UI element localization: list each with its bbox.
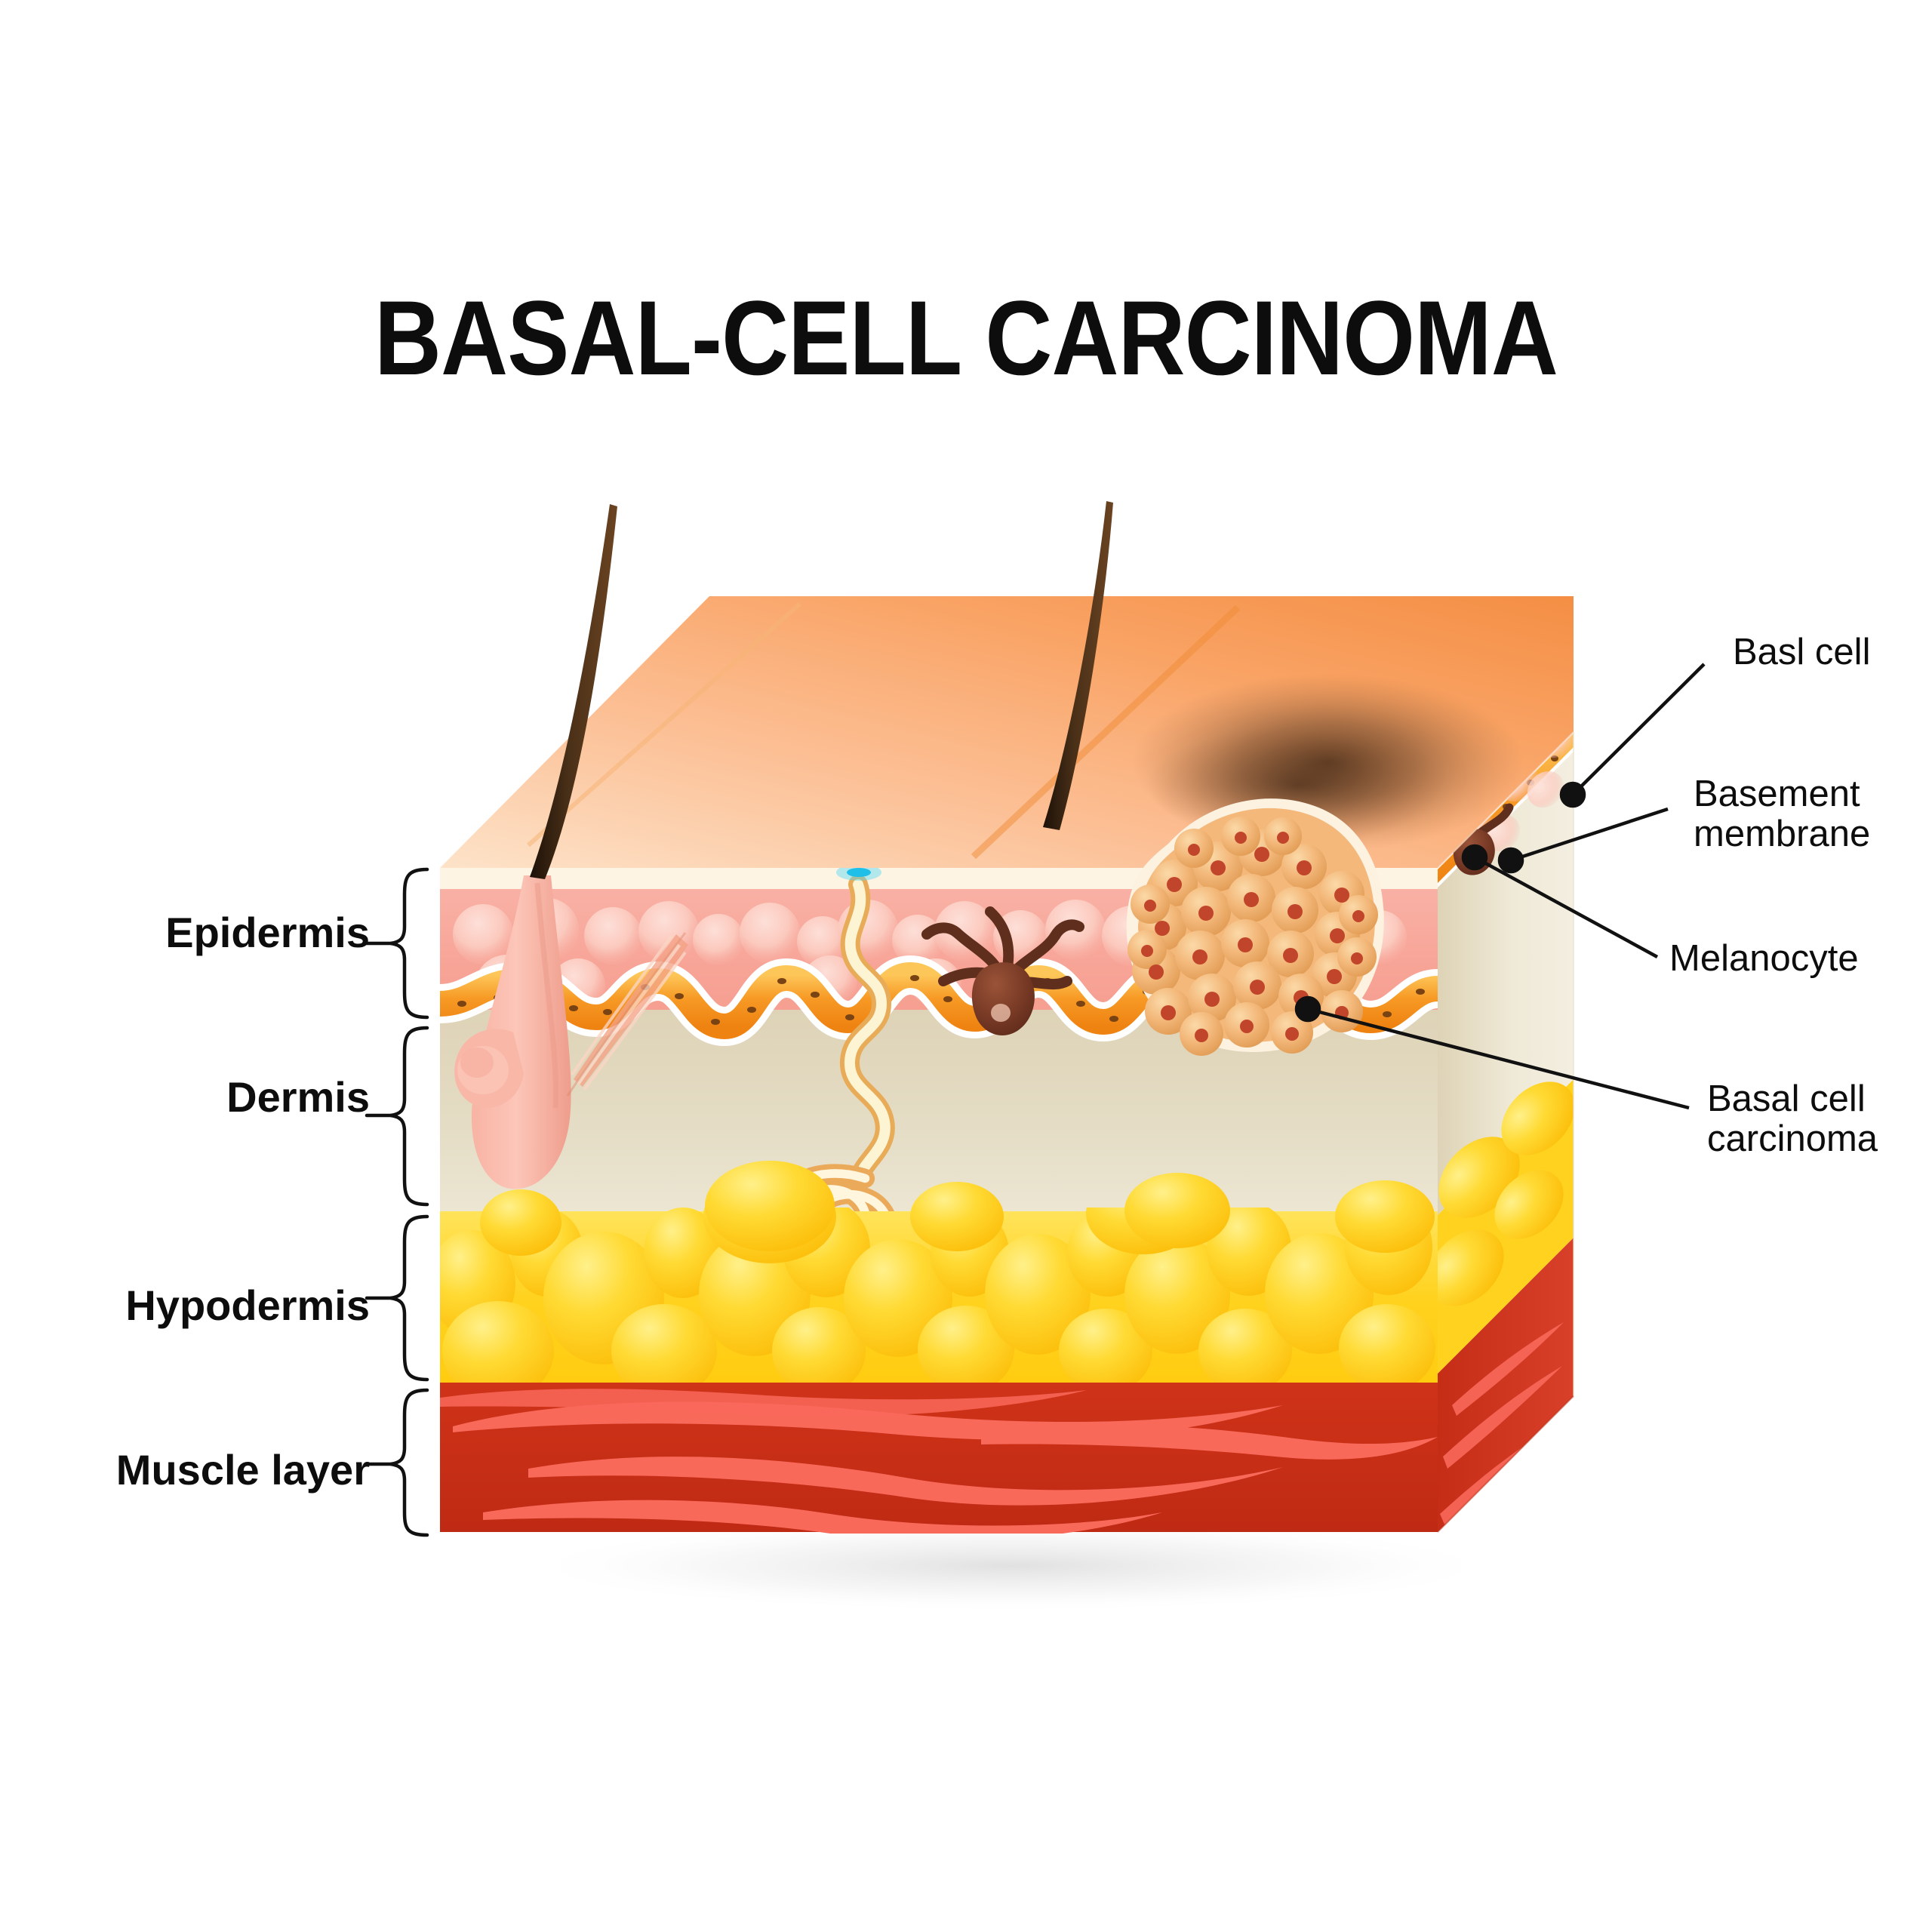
sweat-pore-icon	[836, 868, 881, 881]
callout-label-basal-cell: Basl cell	[1733, 632, 1871, 672]
arrector-pili-muscle	[566, 932, 688, 1097]
hair-shaft-left	[530, 504, 617, 879]
skin-surface-top	[440, 596, 1574, 889]
muscle-layer	[440, 1383, 1438, 1534]
hair-shafts	[530, 501, 1113, 879]
muscle-fibers	[440, 1389, 1438, 1534]
layer-label-hypodermis: Hypodermis	[125, 1281, 370, 1329]
tumor-mass	[1126, 798, 1384, 1056]
page-title: BASAL-CELL CARCINOMA	[374, 278, 1558, 397]
fat-globules-top-row	[480, 1161, 1435, 1256]
brace-muscle	[389, 1388, 429, 1537]
brace-dermis	[389, 1026, 429, 1207]
sebaceous-gland	[454, 1029, 524, 1108]
leader-basement-membrane	[1510, 807, 1669, 863]
callout-label-basement-membrane: Basement membrane	[1694, 774, 1871, 854]
tumor-cells	[1128, 817, 1378, 1056]
leader-dot-bcc	[1294, 995, 1321, 1023]
layer-label-muscle-layer: Muscle layer	[115, 1446, 370, 1494]
layer-braces	[365, 867, 429, 1537]
leader-dot-basal-cell	[1559, 781, 1586, 808]
hair-shaft-right	[1043, 501, 1113, 830]
leader-melanocyte	[1473, 856, 1659, 958]
hair-follicle	[454, 875, 571, 1189]
callout-label-melanocyte: Melanocyte	[1669, 938, 1859, 979]
layer-label-epidermis: Epidermis	[165, 909, 370, 956]
block-edges	[1437, 731, 1574, 1533]
callout-label-basal-cell-carcinoma: Basal cell carcinoma	[1707, 1078, 1878, 1159]
callout-leaders	[1294, 663, 1706, 1110]
leader-dot-basement-membrane	[1497, 847, 1524, 874]
leader-dot-melanocyte	[1461, 844, 1488, 871]
leader-basal-cell	[1571, 663, 1706, 796]
brace-hypodermis	[389, 1214, 429, 1382]
melanocyte-cell	[921, 906, 1084, 1035]
hypodermis-layer	[440, 1161, 1438, 1385]
brace-epidermis	[389, 867, 429, 1020]
leader-bcc	[1307, 1007, 1690, 1110]
drop-shadow	[513, 1519, 1509, 1613]
layer-label-dermis: Dermis	[226, 1073, 370, 1121]
